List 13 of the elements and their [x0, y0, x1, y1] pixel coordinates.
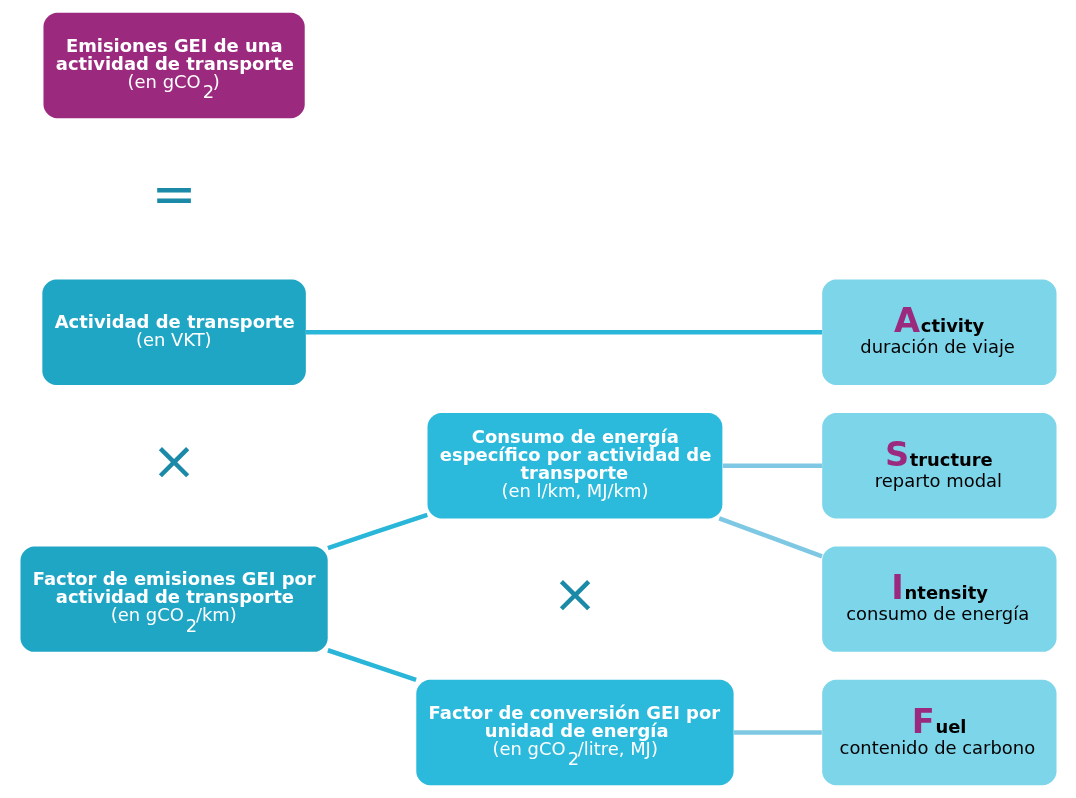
- connector: [326, 648, 417, 682]
- connector: [722, 463, 822, 468]
- connector: [717, 516, 823, 559]
- label: =: [151, 162, 197, 226]
- node-box: Activity duración de viaje: [821, 279, 1056, 385]
- connector: [326, 512, 428, 551]
- connector: [305, 330, 822, 335]
- label: ×: [551, 562, 597, 626]
- connector: [733, 730, 822, 735]
- label: ×: [151, 429, 197, 493]
- node-box: Consumo de energía específico por actividad de transporte (en l/km, MJ/km): [427, 413, 722, 519]
- node-box: Structure reparto modal: [821, 413, 1056, 519]
- node-box: Actividad de transporte (en VKT): [41, 279, 306, 385]
